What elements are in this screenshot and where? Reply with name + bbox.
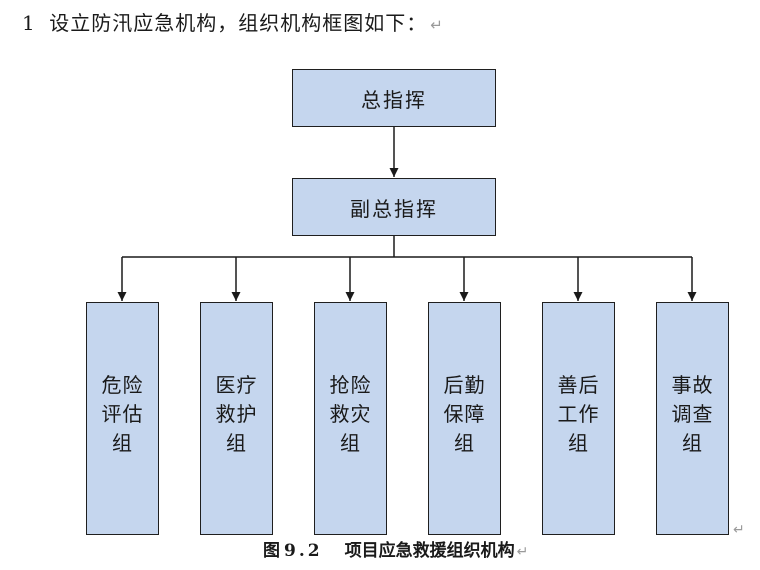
figure-number: 9.2	[284, 541, 323, 561]
group-label-line: 善后	[557, 373, 600, 397]
group-box-risk-assessment: 危险 评估 组	[86, 302, 159, 535]
paragraph-mark-icon: ↵	[733, 522, 745, 538]
group-label-line: 评估	[101, 402, 144, 426]
commander-label: 总指挥	[361, 87, 427, 112]
group-label-line: 后勤	[443, 373, 486, 397]
group-label-line: 保障	[443, 402, 486, 426]
group-label-line: 危险	[101, 373, 144, 397]
group-label-line: 调查	[671, 402, 714, 426]
section-number: 1	[22, 11, 36, 35]
group-label-line: 工作	[557, 402, 600, 426]
group-label-line: 救护	[215, 402, 258, 426]
group-box-logistics-support: 后勤 保障 组	[428, 302, 501, 535]
figure-label: 图	[263, 541, 280, 561]
group-label-line: 组	[682, 431, 703, 455]
group-label-line: 救灾	[329, 402, 372, 426]
group-label-line: 组	[112, 431, 133, 455]
group-label-line: 组	[340, 431, 361, 455]
group-label-line: 组	[454, 431, 475, 455]
group-label-line: 组	[226, 431, 247, 455]
group-label-line: 抢险	[329, 373, 372, 397]
deputy-commander-label: 副总指挥	[350, 196, 438, 221]
figure-title: 项目应急救援组织机构	[344, 541, 515, 561]
group-label-line: 组	[568, 431, 589, 455]
deputy-commander-box: 副总指挥	[292, 178, 496, 236]
group-box-accident-investigation: 事故 调查 组	[656, 302, 729, 535]
section-heading: 1 设立防汛应急机构，组织机构框图如下：↵	[22, 8, 443, 38]
paragraph-mark-icon: ↵	[430, 16, 444, 34]
group-box-emergency-relief: 抢险 救灾 组	[314, 302, 387, 535]
group-label-line: 医疗	[215, 373, 258, 397]
group-box-medical-rescue: 医疗 救护 组	[200, 302, 273, 535]
section-text: 设立防汛应急机构，组织机构框图如下：	[49, 11, 428, 35]
paragraph-mark-icon: ↵	[516, 544, 529, 560]
group-label-line: 事故	[671, 373, 714, 397]
group-box-aftermath-work: 善后 工作 组	[542, 302, 615, 535]
commander-box: 总指挥	[292, 69, 496, 127]
